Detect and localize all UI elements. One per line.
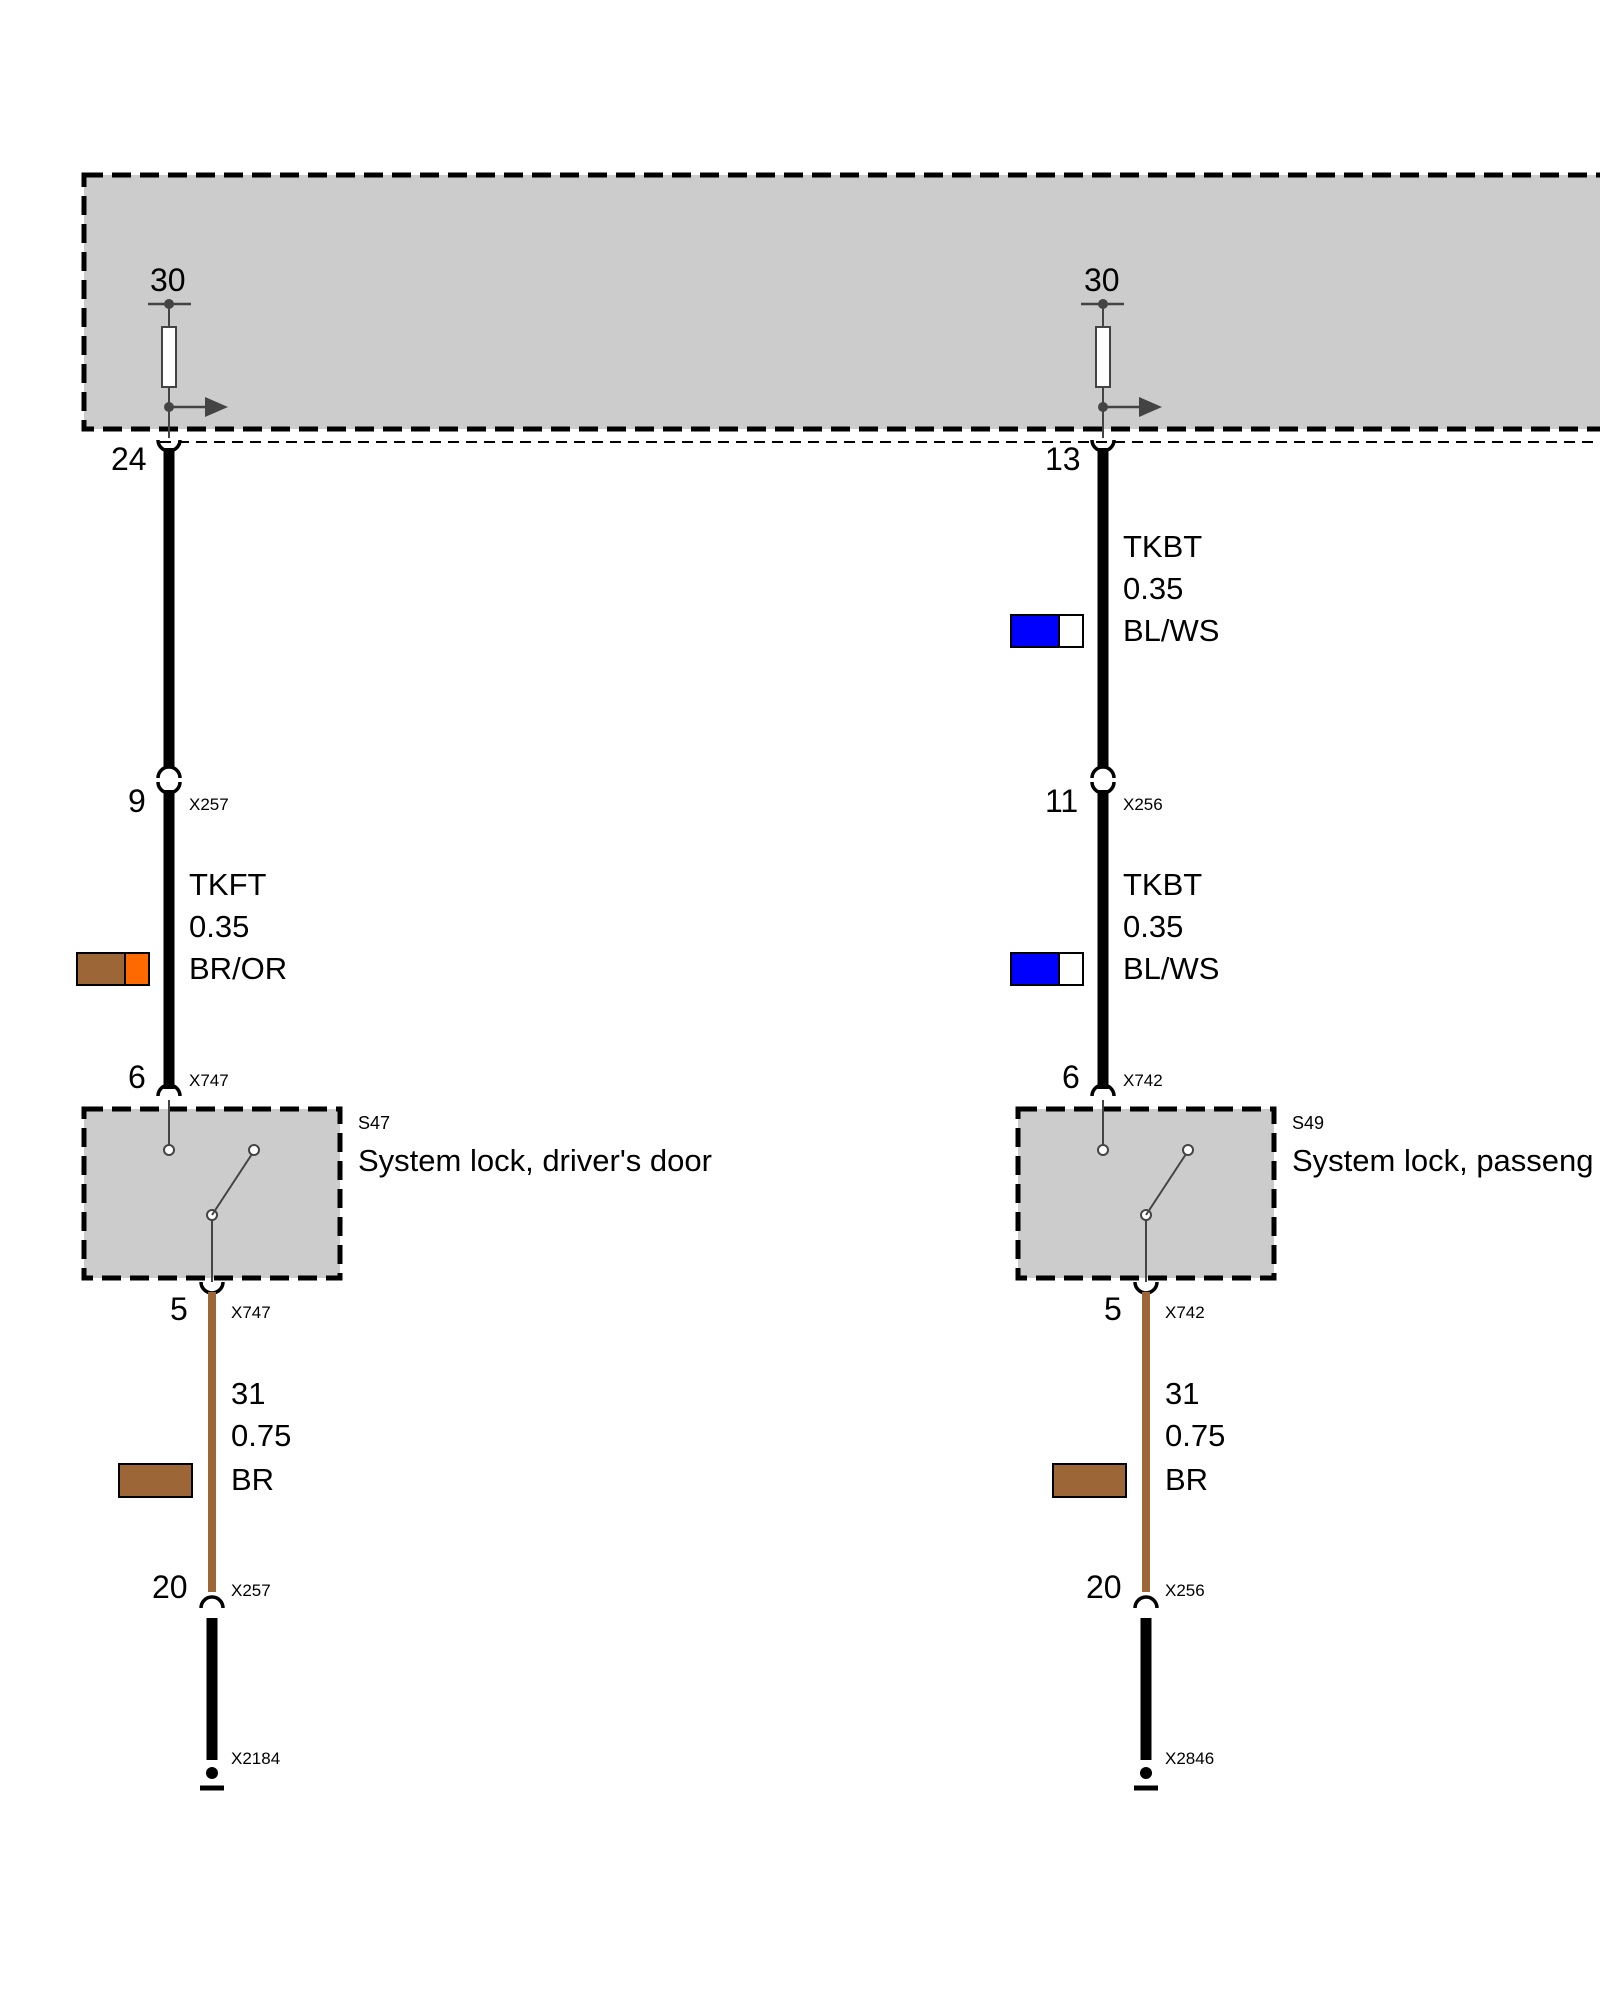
wire-color-swatch (1010, 952, 1084, 986)
pin-label-13: 13 (1045, 441, 1081, 477)
wire-color-code-label: BR/OR (189, 951, 287, 986)
terminal-30-label: 30 (150, 262, 186, 298)
fuse-symbol-passenger (1081, 299, 1162, 438)
wire-color-code-label: BR (1165, 1462, 1208, 1497)
connector-label-x2184: X2184 (231, 1749, 280, 1768)
connector-pin-symbol (199, 1281, 225, 1295)
wire-gauge-label: 0.35 (1123, 571, 1183, 606)
switch-component-s49 (1015, 1100, 1277, 1282)
wire-signal-label: TKBT (1123, 867, 1202, 902)
wire-gauge-label: 0.75 (231, 1418, 291, 1453)
wire-gauge-label: 0.35 (1123, 909, 1183, 944)
wire-color-code-label: BL/WS (1123, 613, 1219, 648)
pin-label-20: 20 (1086, 1569, 1122, 1605)
pin-label-9: 9 (128, 783, 146, 819)
control-module (81, 172, 1600, 443)
connector-label-x742-out: X742 (1165, 1303, 1205, 1322)
wire-color-swatch (1052, 1463, 1127, 1498)
wire-color-swatch (76, 952, 150, 986)
wire-color-code-label: BL/WS (1123, 951, 1219, 986)
wire-signal-label: TKBT (1123, 529, 1202, 564)
connector-label-x256: X256 (1123, 795, 1163, 814)
connector-pin-symbol (156, 765, 182, 779)
connector-pin-symbol (1133, 1281, 1159, 1295)
pin-label-6: 6 (1062, 1059, 1080, 1095)
wire-color-code-label: BR (231, 1462, 274, 1497)
pin-label-5: 5 (170, 1291, 188, 1327)
connector-pin-symbol (1090, 1083, 1116, 1097)
wire-signal-label: 31 (231, 1376, 265, 1411)
pin-label-5: 5 (1104, 1291, 1122, 1327)
pin-label-24: 24 (111, 441, 147, 477)
component-description: System lock, passeng (1292, 1143, 1594, 1178)
wire-signal-label: 31 (1165, 1376, 1199, 1411)
pin-label-11: 11 (1045, 783, 1078, 819)
connector-pin-symbol (156, 1083, 182, 1097)
connector-pin-symbol (1133, 1595, 1159, 1609)
connector-label-x747: X747 (189, 1071, 229, 1090)
connector-label-x257: X257 (189, 795, 229, 814)
connector-pin-symbol (199, 1595, 225, 1609)
wire-gauge-label: 0.75 (1165, 1418, 1225, 1453)
wire-color-swatch (1010, 614, 1084, 648)
connector-label-x257-bottom: X257 (231, 1581, 271, 1600)
circuit-passenger: 30 13 TKBT 0.35 BL/WS 11 X256 TKBT 0.35 … (1010, 262, 1594, 1791)
pin-label-20: 20 (152, 1569, 188, 1605)
switch-component-s47 (81, 1100, 343, 1282)
connector-label-x256-bottom: X256 (1165, 1581, 1205, 1600)
ground-symbol (1134, 1767, 1158, 1791)
fuse-symbol-driver (148, 299, 228, 438)
wire-gauge-label: 0.35 (189, 909, 249, 944)
connector-label-x2846: X2846 (1165, 1749, 1214, 1768)
connector-label-x747-out: X747 (231, 1303, 271, 1322)
component-id-s47: S47 (358, 1113, 390, 1133)
terminal-30-label: 30 (1084, 262, 1120, 298)
wire-signal-label: TKFT (189, 867, 267, 902)
connector-label-x742: X742 (1123, 1071, 1163, 1090)
circuit-driver: 30 24 9 X257 TKFT 0.35 BR/OR 6 X747 (76, 262, 712, 1791)
wire-color-swatch (118, 1463, 193, 1498)
component-id-s49: S49 (1292, 1113, 1324, 1133)
pin-label-6: 6 (128, 1059, 146, 1095)
ground-symbol (200, 1767, 224, 1791)
connector-pin-symbol (1090, 765, 1116, 779)
component-description: System lock, driver's door (358, 1143, 712, 1178)
